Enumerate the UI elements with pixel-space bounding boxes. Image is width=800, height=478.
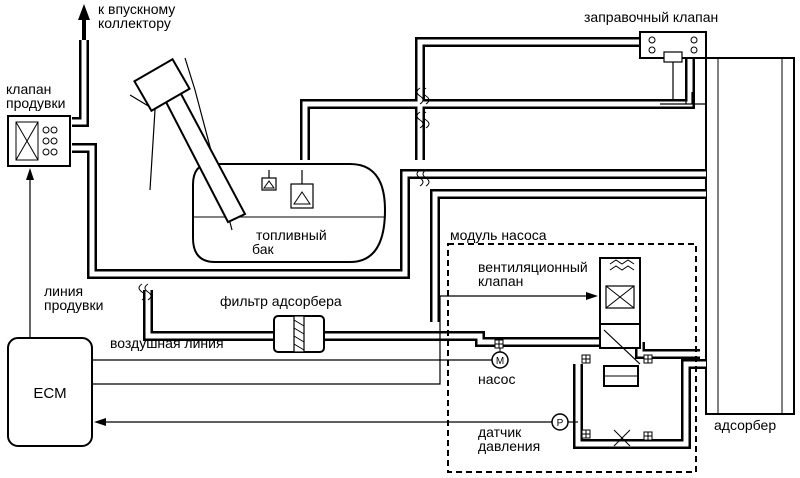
label-pump: насос xyxy=(478,371,515,387)
label-canister: адсорбер xyxy=(714,417,776,433)
label-vent-valve-2: клапан xyxy=(478,273,523,289)
pump-module xyxy=(447,243,697,473)
sensor-symbol: P xyxy=(557,418,564,429)
purge-valve xyxy=(7,115,71,167)
label-purge-valve-1: клапан xyxy=(6,81,51,97)
ecm-label: ECM xyxy=(33,385,66,402)
canister-filter xyxy=(273,315,325,353)
label-filler-valve: заправочный клапан xyxy=(584,9,718,25)
signal-lines xyxy=(26,168,598,426)
intake-arrow-icon xyxy=(78,4,90,40)
pump-symbol: M xyxy=(496,356,504,367)
label-vent-valve-1: вентиляционный xyxy=(478,259,588,275)
pipes xyxy=(72,37,706,449)
canister xyxy=(705,57,795,415)
pump-motor-icon: M xyxy=(491,351,509,369)
label-canister-filter: фильтр адсорбера xyxy=(220,293,342,309)
label-fuel-tank-2: бак xyxy=(252,241,274,257)
label-fuel-tank-1: топливный xyxy=(256,227,327,243)
label-purge-line-1: линия xyxy=(44,283,83,299)
label-intake-2: коллектору xyxy=(98,15,171,31)
label-pump-module: модуль насоса xyxy=(450,227,547,243)
ecm-unit xyxy=(7,337,93,447)
filler-neck xyxy=(129,57,247,231)
label-air-line: воздушная линия xyxy=(110,335,224,351)
filler-valve xyxy=(639,31,707,105)
label-purge-line-2: продувки xyxy=(44,297,103,313)
label-pressure-sensor-2: давления xyxy=(478,438,540,454)
label-pressure-sensor-1: датчик xyxy=(478,424,522,440)
label-intake-1: к впускному xyxy=(98,1,175,17)
label-purge-valve-2: продувки xyxy=(6,95,65,111)
